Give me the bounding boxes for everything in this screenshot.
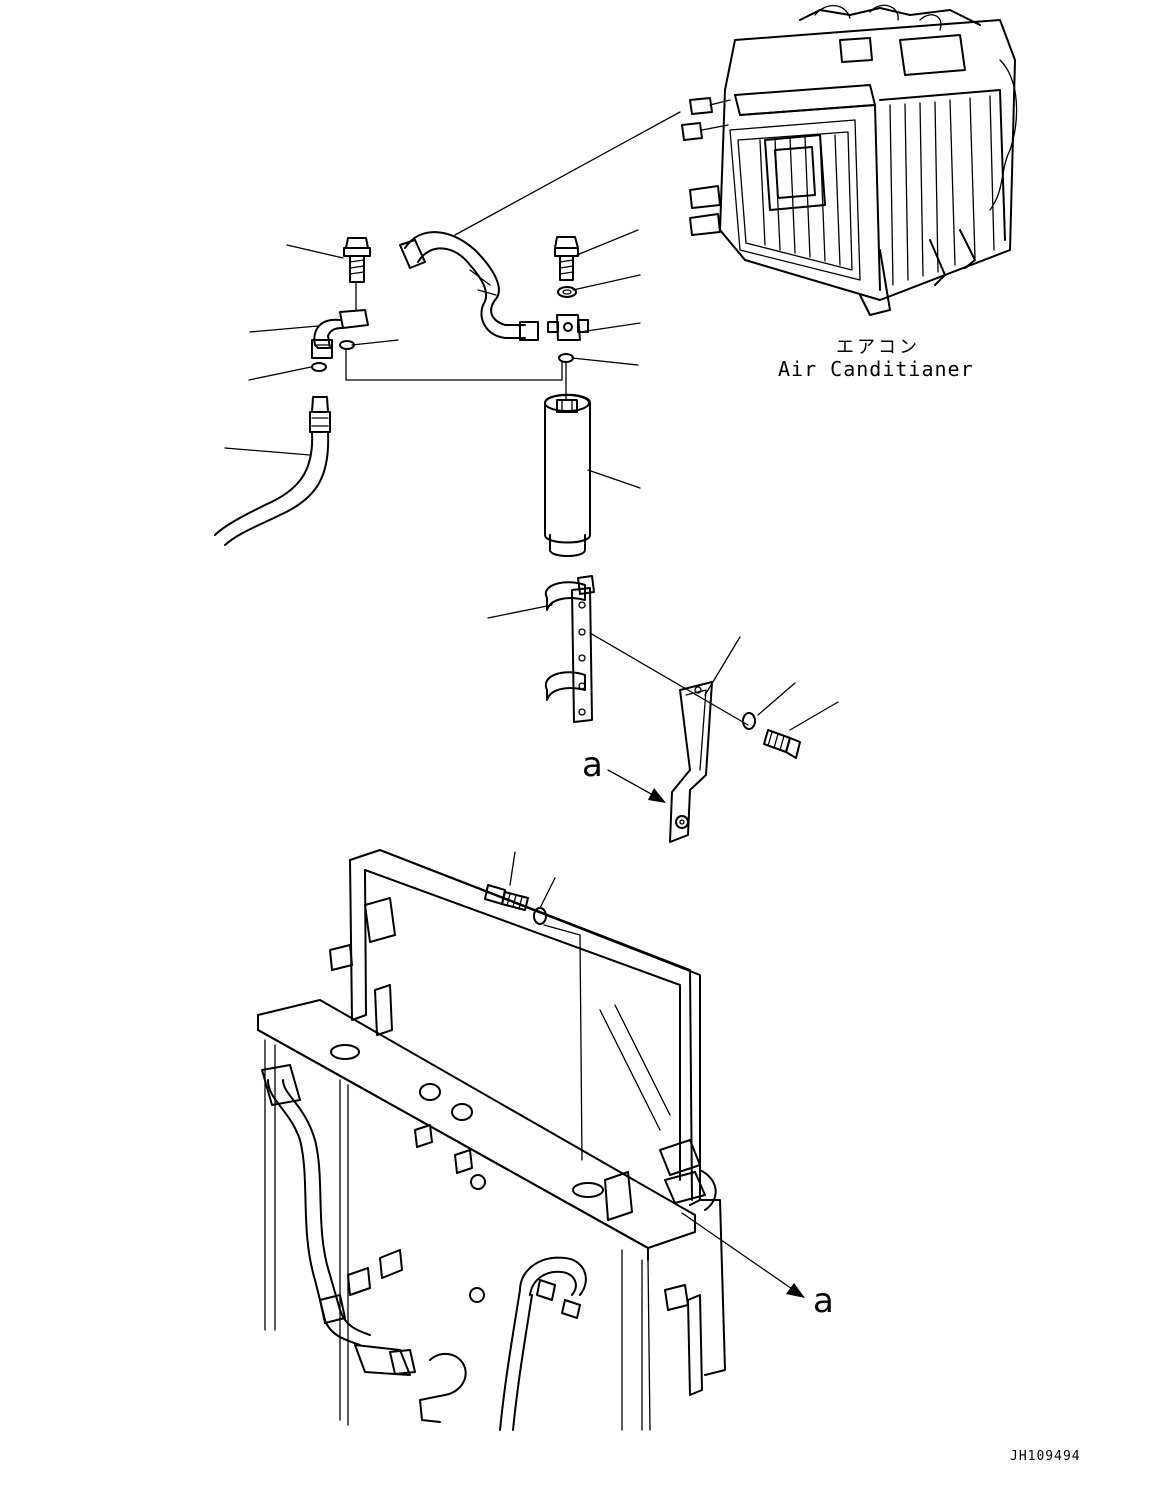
receiver-dryer xyxy=(544,393,591,557)
left-hose xyxy=(214,396,331,546)
right-valve-block xyxy=(547,314,589,341)
stay-washer xyxy=(742,712,756,730)
dryer-clamp-bracket xyxy=(544,575,595,723)
mounting-stay xyxy=(589,632,749,843)
air-conditioner-unit xyxy=(681,4,1018,316)
lower-connection-line xyxy=(543,924,583,1161)
left-elbow-fitting xyxy=(311,309,369,359)
component-label-jp: エアコン xyxy=(836,337,920,358)
lower-washer xyxy=(533,907,547,925)
upper-hose xyxy=(399,111,681,341)
radiator-frame xyxy=(257,849,726,1431)
component-label-en: Air Canditianer xyxy=(778,357,974,381)
view-ref-label-upper: a xyxy=(582,745,603,785)
middle-o-ring xyxy=(339,340,355,350)
leader-lines xyxy=(224,229,839,909)
right-washer xyxy=(557,286,577,298)
connection-line xyxy=(345,348,567,401)
left-o-ring xyxy=(311,362,327,372)
view-arrow-upper xyxy=(607,769,666,803)
left-bolt xyxy=(343,237,371,311)
right-o-ring xyxy=(558,353,574,363)
lower-bolt xyxy=(484,884,529,911)
drawing-id: JH109494 xyxy=(1010,1449,1081,1464)
view-ref-label-lower: a xyxy=(813,1281,834,1321)
view-arrow-lower xyxy=(681,1212,805,1298)
right-bolt xyxy=(554,236,579,281)
stay-bolt xyxy=(763,729,801,759)
